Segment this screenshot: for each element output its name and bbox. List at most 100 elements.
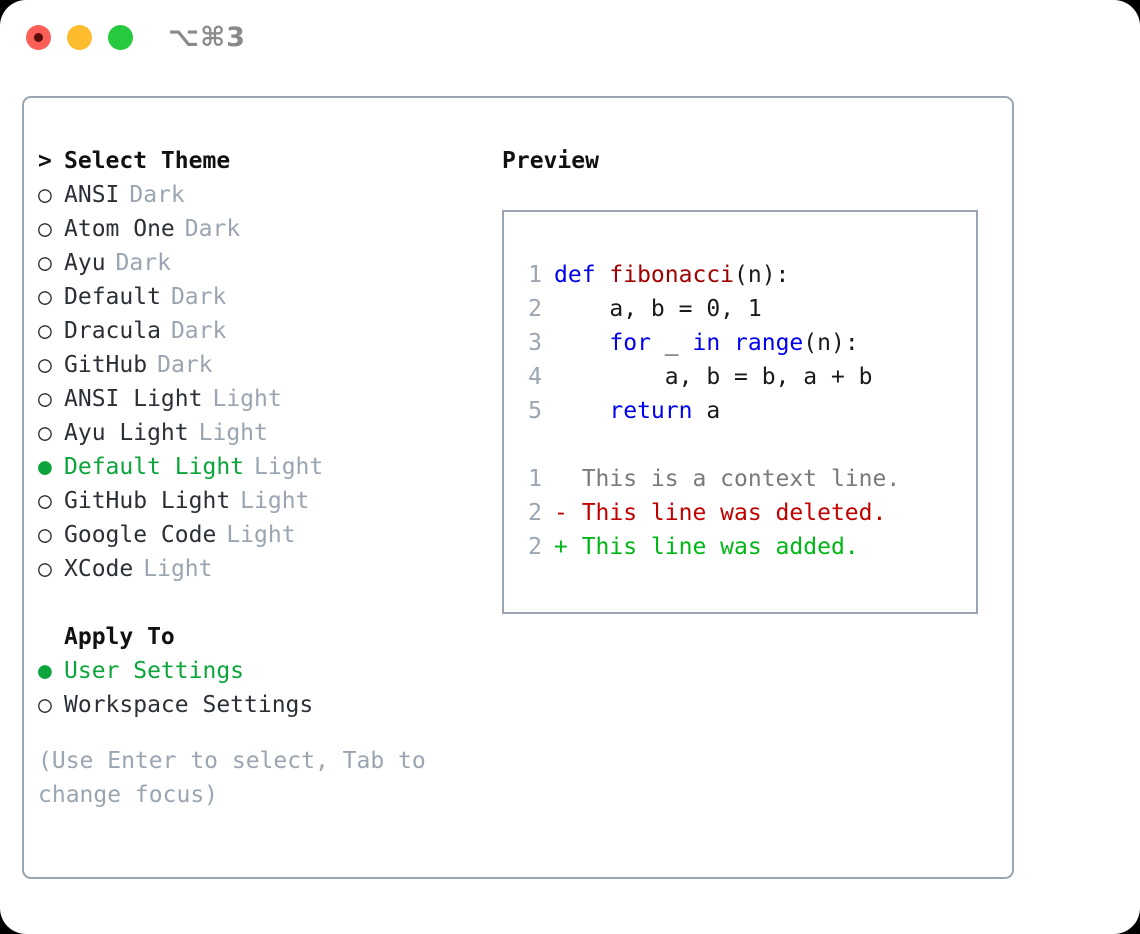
diff-line: 2 + This line was added. [516, 530, 976, 564]
window-title: ⌥⌘3 [168, 22, 246, 53]
radio-unselected-icon[interactable]: ○ [38, 386, 52, 412]
theme-option-row[interactable]: ○ Google Code Light [38, 518, 498, 552]
code-token: - This line was deleted. [554, 500, 887, 526]
window-controls [26, 25, 133, 50]
code-text: for _ in range(n): [554, 326, 859, 360]
caret-icon: > [38, 148, 52, 174]
list-spacer [38, 586, 498, 620]
line-number: 2 [528, 534, 542, 560]
theme-variant-badge: Dark [129, 182, 185, 208]
radio-unselected-icon[interactable]: ○ [38, 216, 52, 242]
theme-option-label: Atom One [64, 216, 175, 242]
radio-unselected-icon[interactable]: ○ [38, 250, 52, 276]
theme-variant-badge: Dark [115, 250, 171, 276]
line-number: 1 [528, 262, 542, 288]
line-number: 3 [528, 330, 542, 356]
code-token: _ [650, 330, 693, 356]
select-theme-heading: > Select Theme [38, 144, 498, 178]
theme-option-row[interactable]: ○ Atom One Dark [38, 212, 498, 246]
code-diff-gap [516, 428, 976, 462]
apply-to-heading: Apply To [38, 620, 498, 654]
diff-sample: 1 This is a context line. 2 - This line wa… [516, 462, 976, 564]
close-button-icon[interactable] [26, 25, 51, 50]
radio-unselected-icon[interactable]: ○ [38, 522, 52, 548]
radio-selected-icon[interactable]: ● [38, 658, 52, 684]
minimize-button-icon[interactable] [67, 25, 92, 50]
code-text: - This line was deleted. [554, 496, 886, 530]
line-number: 5 [528, 398, 542, 424]
theme-option-label: Default Light [64, 454, 245, 480]
line-number: 2 [528, 500, 542, 526]
apply-to-option-label: User Settings [64, 658, 245, 684]
theme-option-label: ANSI Light [64, 386, 203, 412]
code-token: return [609, 398, 693, 424]
theme-option-label: GitHub [64, 352, 148, 378]
select-theme-heading-label: Select Theme [64, 148, 231, 174]
theme-option-row[interactable]: ○ XCode Light [38, 552, 498, 586]
line-number: 4 [528, 364, 542, 390]
code-token: for [609, 330, 651, 356]
theme-variant-badge: Dark [184, 216, 241, 242]
line-number: 1 [528, 466, 542, 492]
code-text: + This line was added. [554, 530, 859, 564]
radio-unselected-icon[interactable]: ○ [38, 692, 52, 718]
line-number: 2 [528, 296, 542, 322]
diff-line: 1 This is a context line. [516, 462, 976, 496]
code-line: 3 for _ in range(n): [516, 326, 976, 360]
theme-option-label: XCode [64, 556, 134, 582]
theme-variant-badge: Light [254, 454, 324, 480]
theme-variant-badge: Light [143, 556, 213, 582]
theme-option-label: ANSI [64, 182, 120, 208]
apply-to-option-label: Workspace Settings [64, 692, 314, 718]
theme-variant-badge: Light [198, 420, 268, 446]
keyboard-hint: (Use Enter to select, Tab to change focu… [38, 748, 440, 808]
code-token [554, 398, 609, 424]
apply-to-heading-label: Apply To [64, 624, 175, 650]
maximize-button-icon[interactable] [108, 25, 133, 50]
preview-title: Preview [502, 148, 599, 174]
code-token [554, 330, 609, 356]
radio-unselected-icon[interactable]: ○ [38, 488, 52, 514]
code-token: a [692, 398, 721, 424]
radio-unselected-icon[interactable]: ○ [38, 284, 52, 310]
code-text: This is a context line. [554, 462, 901, 496]
theme-option-label: Ayu [64, 250, 106, 276]
theme-option-row[interactable]: ○ Dracula Dark [38, 314, 498, 348]
code-token: a, b = b, a + b [554, 364, 873, 390]
theme-option-row[interactable]: ○ ANSI Dark [38, 178, 498, 212]
theme-option-row[interactable]: ○ Ayu Dark [38, 246, 498, 280]
code-line: 4 a, b = b, a + b [516, 360, 976, 394]
radio-unselected-icon[interactable]: ○ [38, 556, 52, 582]
theme-variant-badge: Light [226, 522, 296, 548]
apply-to-option-row[interactable]: ● User Settings [38, 654, 498, 688]
theme-variant-badge: Light [240, 488, 310, 514]
radio-unselected-icon[interactable]: ○ [38, 352, 52, 378]
diff-line: 2 - This line was deleted. [516, 496, 976, 530]
theme-option-row[interactable]: ○ GitHub Dark [38, 348, 498, 382]
radio-selected-icon[interactable]: ● [38, 454, 52, 480]
theme-option-label: Default [64, 284, 161, 310]
radio-unselected-icon[interactable]: ○ [38, 182, 52, 208]
code-text: return a [554, 394, 720, 428]
apply-to-option-row[interactable]: ○ Workspace Settings [38, 688, 498, 722]
theme-option-label: Dracula [64, 318, 161, 344]
theme-variant-badge: Dark [170, 318, 227, 344]
theme-variant-badge: Dark [157, 352, 213, 378]
code-token: (n): [803, 330, 859, 356]
code-token [720, 330, 734, 356]
code-line: 5 return a [516, 394, 976, 428]
radio-unselected-icon[interactable]: ○ [38, 420, 52, 446]
radio-unselected-icon[interactable]: ○ [38, 318, 52, 344]
theme-option-row[interactable]: ● Default Light Light [38, 450, 498, 484]
theme-option-label: Google Code [64, 522, 217, 548]
